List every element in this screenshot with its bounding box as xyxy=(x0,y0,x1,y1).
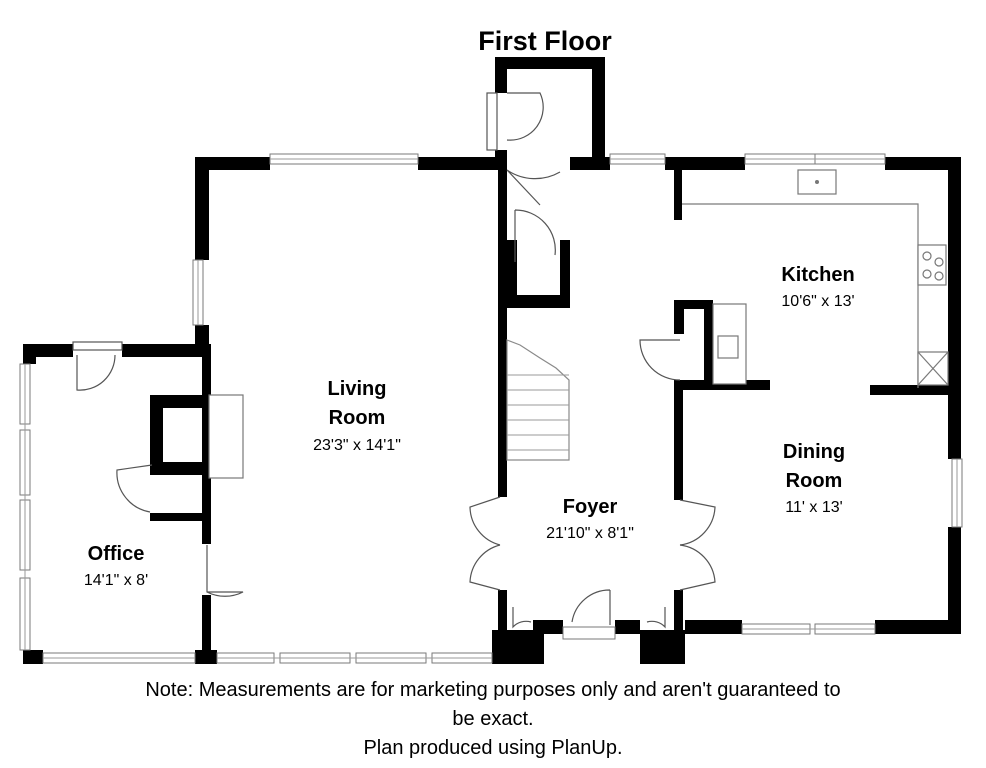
dining-room-dims: 11' x 13' xyxy=(785,499,842,516)
kitchen-name: Kitchen xyxy=(781,264,854,286)
fixtures xyxy=(208,169,949,479)
footer-notes: Note: Measurements are for marketing pur… xyxy=(0,676,986,763)
kitchen-dims: 10'6" x 13' xyxy=(781,293,854,310)
disclaimer-line-2: be exact. xyxy=(452,708,534,730)
dining-room-name-line2: Room xyxy=(786,470,843,492)
room-labels: Living Room 23'3" x 14'1" Kitchen 10'6" … xyxy=(84,264,855,589)
dining-room-name-line1: Dining xyxy=(783,441,845,463)
office-name: Office xyxy=(88,543,145,565)
foyer-dims: 21'10" x 8'1" xyxy=(546,525,634,542)
living-room-dims: 23'3" x 14'1" xyxy=(313,437,401,454)
windows xyxy=(19,153,963,664)
living-room-name-line2: Room xyxy=(329,407,386,429)
office-dims: 14'1" x 8' xyxy=(84,572,148,589)
disclaimer-line-1: Note: Measurements are for marketing pur… xyxy=(145,679,841,701)
plan-credit: Plan produced using PlanUp. xyxy=(363,737,623,759)
doors xyxy=(72,92,716,629)
walls xyxy=(23,57,961,664)
foyer-name: Foyer xyxy=(563,496,618,518)
plan-title: First Floor xyxy=(478,26,612,56)
living-room-name-line1: Living xyxy=(328,378,387,400)
